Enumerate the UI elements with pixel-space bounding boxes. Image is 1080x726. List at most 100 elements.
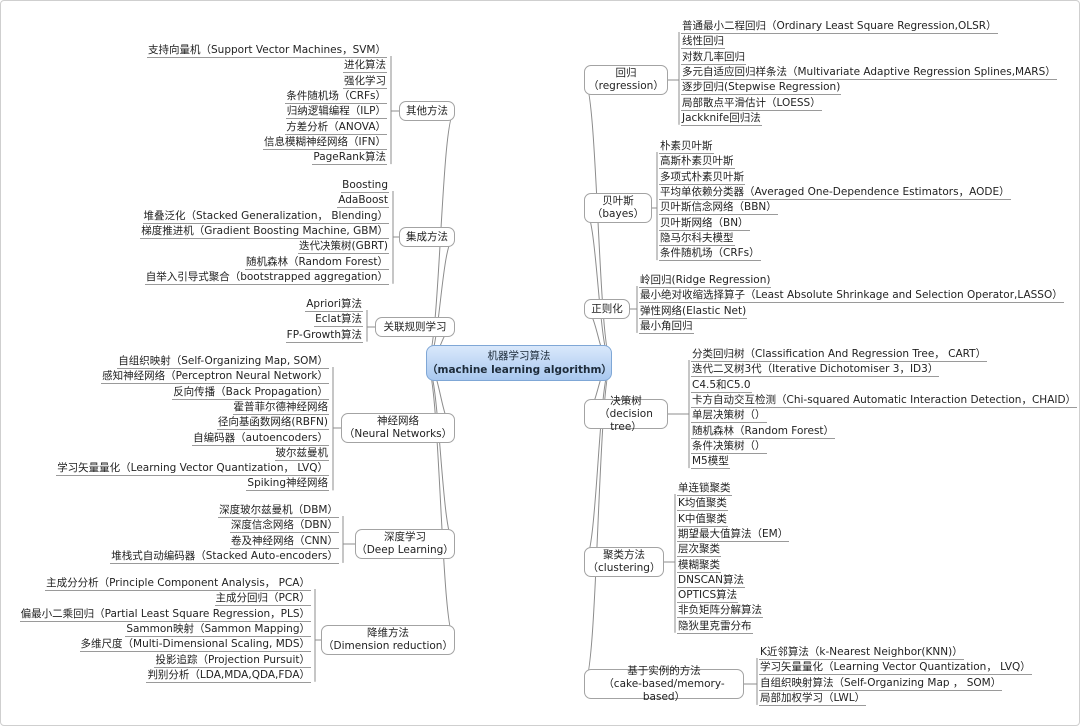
leaf-item[interactable]: 朴素贝叶斯: [659, 140, 714, 154]
central-topic[interactable]: 机器学习算法 （machine learning algorithm）: [426, 345, 612, 381]
branch-other[interactable]: 其他方法: [399, 101, 455, 121]
leaf-item[interactable]: 自编码器（autoencoders）: [192, 431, 329, 446]
branch-instance[interactable]: 基于实例的方法（cake-based/memory-based）: [584, 665, 744, 703]
leaf-item[interactable]: 迭代决策树(GBRT): [298, 240, 389, 255]
leaf-item[interactable]: 方差分析（ANOVA）: [285, 120, 387, 135]
leaf-item[interactable]: 感知神经网络（Perceptron Neural Network）: [101, 370, 329, 385]
leaf-item[interactable]: 深度玻尔兹曼机（DBM）: [218, 504, 339, 518]
leaf-item[interactable]: 贝叶斯网络（BN）: [659, 216, 750, 231]
leaf-item[interactable]: 多维尺度（Multi-Dimensional Scaling, MDS）: [79, 638, 311, 653]
leaf-item[interactable]: 霍普菲尔德神经网络: [232, 400, 329, 415]
leaf-item[interactable]: 岭回归(Ridge Regression): [639, 274, 772, 288]
leaf-bracket-regression: [668, 32, 680, 125]
leaf-item[interactable]: 堆栈式自动编码器（Stacked Auto-encoders）: [110, 549, 339, 564]
branch-regression[interactable]: 回归（regression）: [584, 65, 668, 95]
branch-sublabel: （Dimension reduction）: [323, 640, 453, 652]
leaf-item[interactable]: 分类回归树（Classification And Regression Tree…: [691, 348, 988, 362]
leaf-item[interactable]: 平均单依赖分类器（Averaged One-Dependence Estimat…: [659, 185, 1011, 200]
leaf-item[interactable]: 单层决策树（）: [691, 409, 767, 424]
branch-sublabel: （regression）: [588, 80, 664, 92]
leaf-item[interactable]: 径向基函数网络(RBFN): [216, 416, 329, 431]
leaf-item[interactable]: 支持向量机（Support Vector Machines，SVM）: [147, 44, 387, 58]
leaf-item[interactable]: 卷及神经网络（CNN）: [229, 534, 339, 549]
branch-dimred[interactable]: 降维方法（Dimension reduction）: [321, 625, 455, 655]
leaf-item[interactable]: 逐步回归(Stepwise Regression): [681, 81, 842, 96]
leaf-item[interactable]: 反向传播（Back Propagation）: [172, 385, 329, 400]
leaf-item[interactable]: 条件决策树（）: [691, 439, 767, 454]
branch-label: 正则化: [591, 302, 623, 315]
leaf-item[interactable]: 玻尔兹曼机: [274, 446, 329, 461]
leaf-item[interactable]: K中值聚类: [677, 512, 728, 527]
leaf-item[interactable]: K近邻算法（k-Nearest Neighbor(KNN)）: [759, 646, 964, 660]
leaf-item[interactable]: Sammon映射（Sammon Mapping）: [125, 622, 311, 637]
leaf-item[interactable]: 层次聚类: [677, 543, 721, 558]
leaf-item[interactable]: 单连锁聚类: [677, 482, 732, 496]
branch-sublabel: （decision tree）: [599, 407, 653, 433]
leaf-item[interactable]: 强化学习: [343, 74, 387, 89]
leaf-item[interactable]: 自组织映射算法（Self-Organizing Map ， SOM）: [759, 676, 1003, 691]
leaf-item[interactable]: 局部散点平滑估计（LOESS）: [681, 96, 822, 111]
leaf-item[interactable]: Boosting: [341, 179, 389, 193]
leaf-item[interactable]: 多元自适应回归样条法（Multivariate Adaptive Regress…: [681, 65, 1057, 80]
leaf-item[interactable]: K均值聚类: [677, 497, 728, 512]
leaf-item[interactable]: 条件随机场（CRFs）: [285, 89, 387, 104]
leaf-item[interactable]: Apriori算法: [305, 298, 363, 312]
leaf-item[interactable]: 梯度推进机（Gradient Boosting Machine, GBM）: [140, 224, 389, 239]
branch-sublabel: （cake-based/memory-based）: [603, 677, 725, 703]
leaf-item[interactable]: 高斯朴素贝叶斯: [659, 155, 735, 170]
leaf-item[interactable]: Spiking神经网络: [246, 477, 329, 492]
branch-association[interactable]: 关联规则学习: [375, 317, 455, 337]
leaf-item[interactable]: 非负矩阵分解算法: [677, 604, 763, 619]
leaf-item[interactable]: 普通最小二程回归（Ordinary Least Square Regressio…: [681, 20, 998, 34]
leaf-item[interactable]: 最小角回归: [639, 319, 694, 334]
leaf-item[interactable]: 偏最小二乘回归（Partial Least Square Regression，…: [19, 607, 311, 622]
branch-ensemble[interactable]: 集成方法: [399, 227, 455, 247]
leaf-item[interactable]: 信息模糊神经网络（IFN）: [263, 135, 387, 150]
leaf-item[interactable]: 线性回归: [681, 35, 725, 50]
leaf-item[interactable]: 弹性网络(Elastic Net): [639, 304, 748, 319]
leaf-item[interactable]: 学习矢量量化（Learning Vector Quantization， LVQ…: [56, 462, 329, 477]
branch-neural[interactable]: 神经网络（Neural Networks）: [341, 413, 455, 443]
branch-bayes[interactable]: 贝叶斯（bayes）: [584, 193, 652, 223]
branch-sublabel: （clustering）: [587, 562, 661, 574]
branch-regularization[interactable]: 正则化: [584, 299, 630, 319]
leaf-item[interactable]: 投影追踪（Projection Pursuit）: [154, 653, 311, 668]
leaf-item[interactable]: 卡方自动交互检测（Chi-squared Automatic Interacti…: [691, 393, 1078, 408]
leaf-item[interactable]: PageRank算法: [312, 151, 387, 166]
leaf-item[interactable]: DNSCAN算法: [677, 573, 745, 588]
leaf-item[interactable]: AdaBoost: [337, 194, 389, 209]
leaf-item[interactable]: FP-Growth算法: [285, 328, 363, 343]
leaf-item[interactable]: 期望最大值算法（EM）: [677, 527, 790, 542]
leaf-item[interactable]: 局部加权学习（LWL）: [759, 691, 867, 706]
leaf-item[interactable]: 进化算法: [343, 59, 387, 74]
leaf-item[interactable]: 贝叶斯信念网络（BBN）: [659, 201, 778, 216]
branch-decision_tree[interactable]: 决策树（decision tree）: [584, 395, 668, 433]
leaf-item[interactable]: Eclat算法: [314, 313, 363, 328]
leaf-item[interactable]: 随机森林（Random Forest）: [244, 255, 389, 270]
leaf-item[interactable]: 主成分回归（PCR）: [214, 592, 311, 607]
leaf-item[interactable]: 迭代二叉树3代（Iterative Dichotomiser 3，ID3）: [691, 363, 940, 378]
leaf-item[interactable]: 深度信念网络（DBN）: [229, 519, 339, 534]
leaf-item[interactable]: OPTICS算法: [677, 589, 739, 604]
branch-label: 决策树: [610, 394, 642, 407]
leaf-item[interactable]: 自组织映射（Self-Organizing Map, SOM）: [117, 355, 329, 369]
leaf-item[interactable]: 对数几率回归: [681, 50, 746, 65]
leaf-item[interactable]: 自举入引导式聚合（bootstrapped aggregation）: [144, 270, 389, 285]
leaf-item[interactable]: 条件随机场（CRFs）: [659, 247, 761, 262]
leaf-item[interactable]: 最小绝对收缩选择算子（Least Absolute Shrinkage and …: [639, 289, 1064, 304]
leaf-item[interactable]: M5模型: [691, 455, 730, 470]
leaf-item[interactable]: Jackknife回归法: [681, 111, 762, 126]
leaf-item[interactable]: C4.5和C5.0: [691, 378, 752, 393]
leaf-item[interactable]: 随机森林（Random Forest）: [691, 424, 836, 439]
branch-deep[interactable]: 深度学习（Deep Learning）: [355, 529, 455, 559]
leaf-item[interactable]: 主成分分析（Principle Component Analysis， PCA）: [45, 577, 311, 591]
leaf-item[interactable]: 学习矢量量化（Learning Vector Quantization， LVQ…: [759, 661, 1032, 676]
leaf-item[interactable]: 归纳逻辑编程（ILP）: [285, 105, 387, 120]
leaf-item[interactable]: 堆叠泛化（Stacked Generalization， Blending）: [142, 209, 389, 224]
leaf-item[interactable]: 多项式朴素贝叶斯: [659, 170, 745, 185]
leaf-item[interactable]: 隐狄里克雷分布: [677, 619, 753, 634]
leaf-item[interactable]: 隐马尔科夫模型: [659, 231, 735, 246]
leaf-item[interactable]: 判别分析（LDA,MDA,QDA,FDA）: [146, 668, 311, 683]
branch-clustering[interactable]: 聚类方法（clustering）: [584, 547, 664, 577]
leaf-item[interactable]: 模糊聚类: [677, 558, 721, 573]
